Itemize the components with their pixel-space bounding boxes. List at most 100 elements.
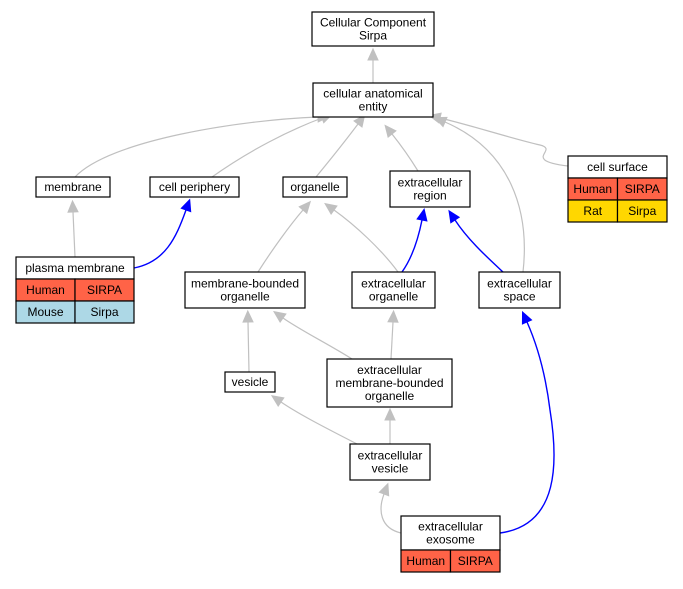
- edge-line: [74, 116, 319, 178]
- edge-line: [499, 321, 555, 534]
- node-label-line: vesicle: [232, 375, 269, 389]
- edge-line: [257, 209, 304, 273]
- node-box: [478, 271, 561, 309]
- edge-cae-to-root: [367, 47, 379, 83]
- node-label-line: extracellular: [358, 449, 423, 463]
- ortholog-row-rat: Rat Sirpa: [567, 199, 668, 223]
- node-label-line: vesicle: [372, 462, 409, 476]
- node-box: [311, 11, 435, 47]
- node-label-line: Cellular Component: [320, 16, 427, 30]
- node-label-line: plasma membrane: [25, 261, 125, 275]
- node-label-line: cellular anatomical: [323, 87, 422, 101]
- gene-label: SIRPA: [87, 283, 122, 297]
- edge-arrowhead: [324, 202, 338, 215]
- species-label: Human: [406, 554, 445, 568]
- node-label-line: membrane-bounded: [335, 376, 443, 390]
- node-vesicle[interactable]: vesicle: [224, 371, 276, 393]
- edge-line: [280, 401, 358, 445]
- edge-arrowhead: [387, 309, 399, 323]
- gene-label: Sirpa: [628, 204, 656, 218]
- edge-membrane-to-cae: [74, 111, 331, 178]
- edge-line: [391, 133, 419, 172]
- edge-vesicle-to-mbo: [242, 309, 254, 373]
- node-box: [184, 271, 306, 309]
- edge-arrowhead: [384, 124, 397, 138]
- edge-cell-surface-to-cae: [428, 112, 569, 167]
- node-label-line: region: [413, 189, 446, 203]
- edge-arrowhead: [448, 209, 461, 224]
- node-label-line: extracellular: [361, 277, 426, 291]
- edge-extracellular-organelle-to-organelle: [324, 202, 399, 273]
- gene-label: SIRPA: [625, 182, 660, 196]
- edge-embo-to-extracellular-organelle: [387, 309, 399, 360]
- edge-line: [333, 209, 399, 273]
- species-label: Rat: [583, 204, 602, 218]
- edge-arrowhead: [273, 310, 287, 324]
- edge-line: [72, 211, 76, 258]
- node-label-line: membrane: [44, 180, 102, 194]
- node-box: [282, 176, 348, 198]
- edge-line: [444, 121, 525, 273]
- gene-cell: [616, 199, 668, 223]
- edge-extracellular-vesicle-to-embo: [384, 407, 396, 444]
- edge-line: [439, 117, 569, 167]
- node-label-line: extracellular: [398, 176, 463, 190]
- edge-arrowhead: [384, 407, 396, 421]
- edge-line: [401, 219, 423, 273]
- edge-extracellular-vesicle-to-vesicle: [270, 395, 358, 445]
- edge-arrowhead: [521, 310, 533, 325]
- edge-line: [390, 321, 394, 360]
- edge-line: [211, 117, 323, 178]
- node-box: [149, 176, 240, 198]
- node-box: [35, 176, 111, 198]
- node-box: [400, 515, 501, 551]
- node-label-line: organelle: [365, 389, 415, 403]
- edge-arrowhead: [353, 114, 366, 128]
- node-box: [351, 271, 436, 309]
- node-organelle[interactable]: organelle: [282, 176, 348, 198]
- edge-arrowhead: [416, 208, 428, 222]
- gene-label: Sirpa: [90, 305, 118, 319]
- edge-plasma-membrane-to-cell-periphery: [133, 198, 192, 269]
- edge-arrowhead: [433, 116, 448, 128]
- edge-extracellular-exosome-to-extracellular-vesicle: [378, 482, 402, 534]
- node-membrane[interactable]: membrane: [35, 176, 111, 198]
- node-label-line: extracellular: [418, 520, 483, 534]
- edge-extracellular-space-to-extracellular-region: [448, 209, 504, 273]
- edge-arrowhead: [378, 482, 390, 497]
- gene-cell: [449, 549, 501, 573]
- node-label-line: organelle: [369, 290, 419, 304]
- node-box: [312, 82, 434, 118]
- node-label-line: exosome: [426, 533, 475, 547]
- edge-mbo-to-organelle: [257, 200, 311, 273]
- edge-arrowhead: [180, 198, 192, 213]
- edge-embo-to-mbo: [273, 310, 353, 360]
- node-label-line: space: [503, 290, 535, 304]
- node-label-line: cell periphery: [159, 180, 230, 194]
- node-label-line: organelle: [290, 180, 340, 194]
- node-box: [389, 170, 471, 208]
- node-box: [224, 371, 276, 393]
- edge-arrowhead: [242, 309, 254, 323]
- edge-arrowhead: [270, 395, 285, 408]
- node-box: [349, 443, 431, 481]
- edge-line: [247, 321, 250, 373]
- edges-layer: [67, 47, 569, 534]
- edge-line: [282, 317, 353, 360]
- node-cell-periphery[interactable]: cell periphery: [149, 176, 240, 198]
